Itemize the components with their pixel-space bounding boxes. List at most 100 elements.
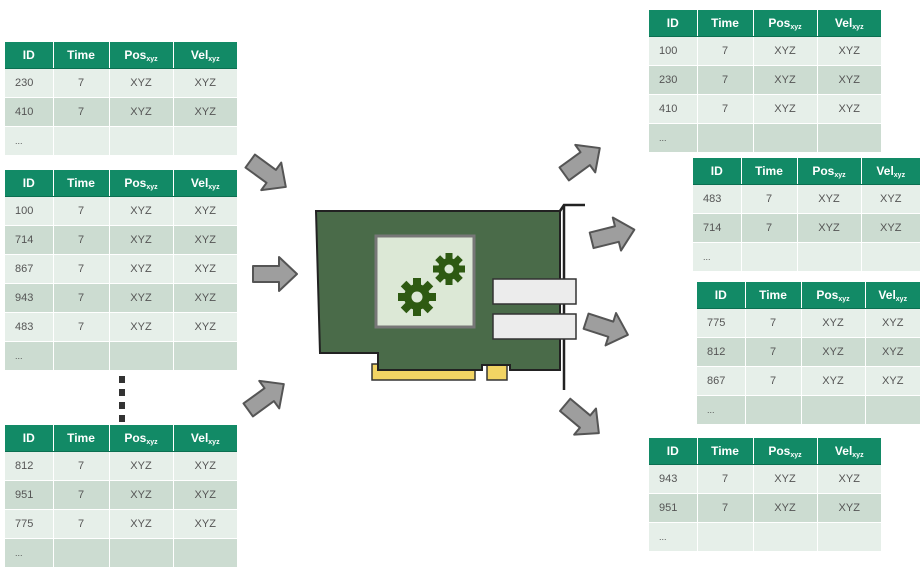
cell-ellipsis: ... <box>5 126 54 156</box>
table-row: 100 7 XYZ XYZ <box>649 36 881 66</box>
cell-vel: XYZ <box>817 36 881 66</box>
header-pos: Posxyz <box>753 10 818 37</box>
cell-pos: XYZ <box>753 36 818 66</box>
cell-id: 943 <box>5 283 54 313</box>
cell-time: 7 <box>741 213 798 243</box>
input-arrow-1 <box>239 146 297 202</box>
table-row: 943 7 XYZ XYZ <box>649 464 881 494</box>
gear-icon <box>433 253 465 285</box>
header-time: Time <box>697 10 754 37</box>
header-id: ID <box>649 438 698 465</box>
table-row: 483 7 XYZ XYZ <box>5 312 237 342</box>
cell-pos: XYZ <box>109 312 174 342</box>
header-pos: Posxyz <box>753 438 818 465</box>
header-pos: Posxyz <box>109 42 174 69</box>
cell-id: 867 <box>5 254 54 284</box>
cell-vel: XYZ <box>817 65 881 95</box>
cell-id: 951 <box>5 480 54 510</box>
table-row-ellipsis: ... <box>5 538 237 568</box>
cell-time: 7 <box>745 366 802 396</box>
cell-vel: XYZ <box>173 312 237 342</box>
gear-icon <box>398 278 436 316</box>
table-row: 714 7 XYZ XYZ <box>693 213 920 243</box>
cell-pos: XYZ <box>109 225 174 255</box>
cell-vel: XYZ <box>861 184 920 214</box>
output-arrow-3 <box>579 304 635 352</box>
header-pos: Posxyz <box>801 282 866 309</box>
cell-ellipsis: ... <box>5 341 54 371</box>
card-edge-connector-small <box>486 363 508 381</box>
processor-chip <box>374 234 476 329</box>
table-row: 812 7 XYZ XYZ <box>5 451 237 481</box>
cell-vel: XYZ <box>173 97 237 127</box>
cell-id: 483 <box>693 184 742 214</box>
accelerator-card <box>314 203 585 390</box>
cell-id: 230 <box>649 65 698 95</box>
header-pos: Posxyz <box>109 170 174 197</box>
header-id: ID <box>649 10 698 37</box>
cell-pos: XYZ <box>797 184 862 214</box>
cell-id: 230 <box>5 68 54 98</box>
cell-id: 867 <box>697 366 746 396</box>
cell-pos: XYZ <box>753 65 818 95</box>
cell-id: 951 <box>649 493 698 523</box>
cell-id: 483 <box>5 312 54 342</box>
cell-vel: XYZ <box>817 464 881 494</box>
header-time: Time <box>741 158 798 185</box>
cell-vel: XYZ <box>173 196 237 226</box>
cell-vel: XYZ <box>861 213 920 243</box>
header-pos: Posxyz <box>797 158 862 185</box>
cell-time: 7 <box>697 65 754 95</box>
cell-time: 7 <box>53 283 110 313</box>
table-row: 943 7 XYZ XYZ <box>5 283 237 313</box>
cell-id: 714 <box>5 225 54 255</box>
cell-id: 100 <box>5 196 54 226</box>
cell-vel: XYZ <box>865 308 920 338</box>
cell-ellipsis: ... <box>649 123 698 153</box>
card-port-top <box>492 278 577 305</box>
cell-id: 714 <box>693 213 742 243</box>
header-time: Time <box>745 282 802 309</box>
output-arrow-4 <box>553 390 611 448</box>
cell-time: 7 <box>53 451 110 481</box>
cell-time: 7 <box>53 97 110 127</box>
header-id: ID <box>5 42 54 69</box>
header-time: Time <box>53 170 110 197</box>
table-row: 867 7 XYZ XYZ <box>5 254 237 284</box>
card-port-bottom <box>492 313 577 340</box>
header-vel: Velxyz <box>817 10 881 37</box>
cell-vel: XYZ <box>173 480 237 510</box>
cell-id: 812 <box>697 337 746 367</box>
table-row-ellipsis: ... <box>5 341 237 371</box>
cell-id: 410 <box>5 97 54 127</box>
header-time: Time <box>53 425 110 452</box>
input-arrow-2 <box>252 256 298 292</box>
table-row: 775 7 XYZ XYZ <box>697 308 920 338</box>
output-table-1: ID Time Posxyz Velxyz 100 7 XYZ XYZ 230 … <box>649 10 881 153</box>
table-row: 951 7 XYZ XYZ <box>649 493 881 523</box>
cell-pos: XYZ <box>109 451 174 481</box>
table-row: 230 7 XYZ XYZ <box>649 65 881 95</box>
table-row: 951 7 XYZ XYZ <box>5 480 237 510</box>
cell-pos: XYZ <box>109 480 174 510</box>
header-vel: Velxyz <box>173 425 237 452</box>
table-row: 410 7 XYZ XYZ <box>649 94 881 124</box>
header-id: ID <box>5 425 54 452</box>
cell-pos: XYZ <box>753 94 818 124</box>
cell-time: 7 <box>53 225 110 255</box>
input-arrow-3 <box>237 369 295 425</box>
table-row: 867 7 XYZ XYZ <box>697 366 920 396</box>
cell-vel: XYZ <box>865 337 920 367</box>
cell-pos: XYZ <box>797 213 862 243</box>
table-row-ellipsis: ... <box>5 126 237 156</box>
cell-time: 7 <box>697 94 754 124</box>
cell-vel: XYZ <box>817 94 881 124</box>
table-row-ellipsis: ... <box>693 242 920 272</box>
header-id: ID <box>5 170 54 197</box>
cell-time: 7 <box>53 312 110 342</box>
cell-time: 7 <box>53 196 110 226</box>
cell-vel: XYZ <box>173 451 237 481</box>
cell-vel: XYZ <box>817 493 881 523</box>
cell-id: 100 <box>649 36 698 66</box>
